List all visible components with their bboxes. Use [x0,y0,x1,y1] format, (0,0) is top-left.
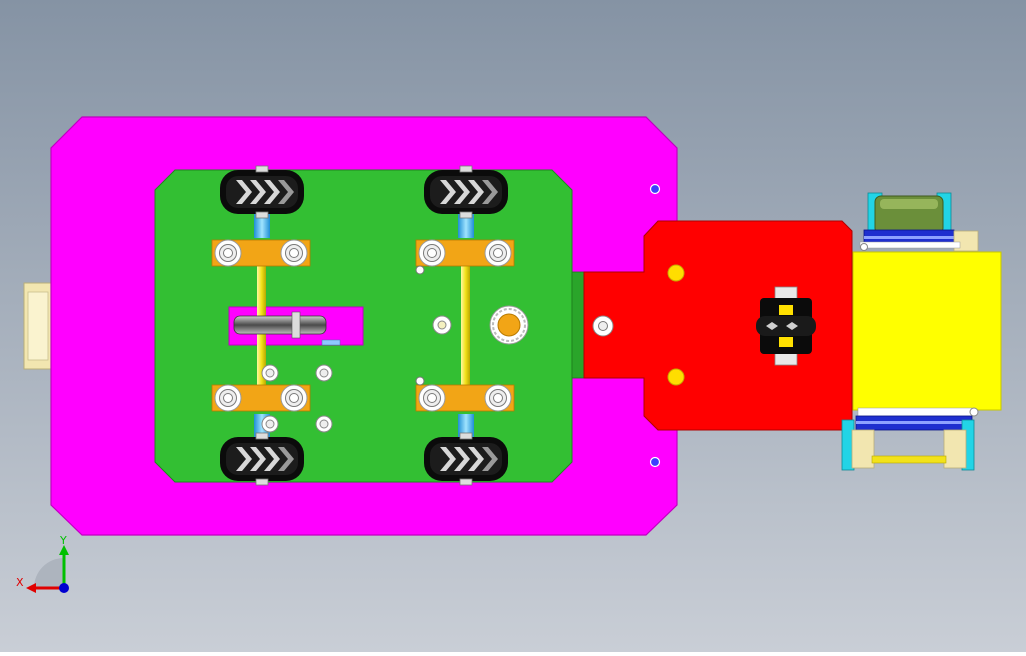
y-axis-arrowhead [59,545,69,555]
triad-arc [34,558,64,588]
front-left-wheel[interactable] [219,165,305,219]
locator-pin [667,264,685,282]
rear-right-wheel[interactable] [423,432,509,486]
gripper-assembly[interactable] [841,192,1002,471]
locator-pin [667,368,685,386]
bolt-nut [214,384,242,412]
mount-hole [649,183,661,195]
x-axis-label: X [16,576,24,589]
screw [415,376,425,386]
bolt-nut [214,239,242,267]
screw [592,315,614,337]
front-right-wheel[interactable] [423,165,509,219]
rear-mount-tab [23,282,53,370]
screw [261,364,279,382]
wheel-shaft [254,212,270,238]
rear-left-wheel[interactable] [219,432,305,486]
drive-pulley[interactable] [233,311,341,346]
mount-hole [649,456,661,468]
motor-coupling[interactable] [756,286,816,366]
wheel-shaft [458,212,474,238]
z-axis-dot [59,583,69,593]
bolt-nut [418,239,446,267]
plate-connector [571,271,585,379]
screw [432,315,452,335]
bolt-nut [418,384,446,412]
screw [415,265,425,275]
bolt-nut [484,384,512,412]
right-axle [461,252,470,398]
coordinate-triad: Y X [16,534,69,593]
bolt-nut [280,384,308,412]
x-axis-arrowhead [26,583,36,593]
y-axis-label: Y [59,534,67,547]
bolt-nut [484,239,512,267]
screw [261,415,279,433]
center-bearing [489,305,529,345]
screw [315,415,333,433]
screw [315,364,333,382]
bolt-nut [280,239,308,267]
